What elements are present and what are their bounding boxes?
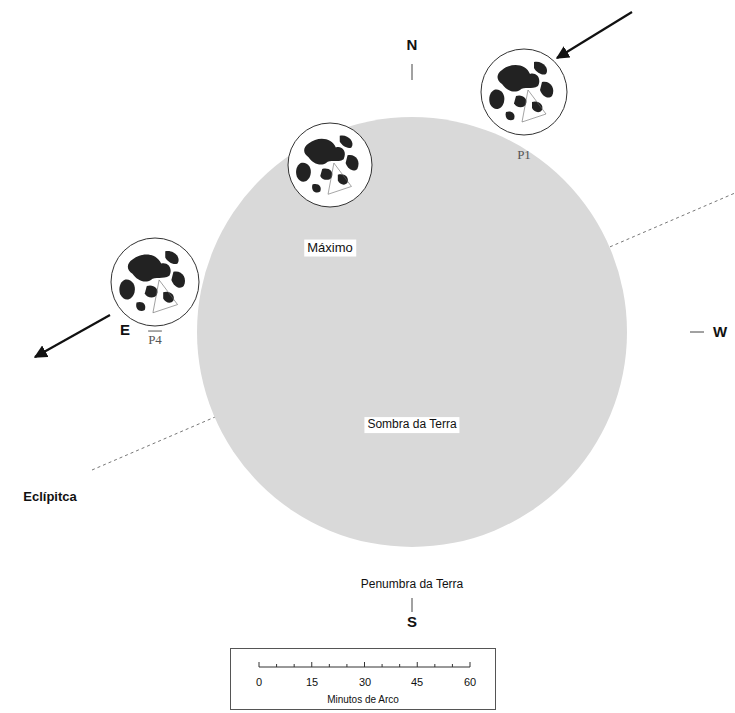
scale-number: 30 bbox=[359, 676, 371, 688]
region-label: P1 bbox=[517, 148, 531, 163]
compass-east: E bbox=[120, 322, 130, 339]
moon-shape bbox=[110, 237, 200, 327]
penumbra-shape bbox=[197, 117, 627, 547]
penumbra-region: Sombra da TerraPenumbra da Terra bbox=[197, 117, 627, 547]
moon-disc bbox=[111, 238, 199, 326]
moon-guide bbox=[153, 280, 178, 313]
scale-tick bbox=[259, 662, 260, 667]
moon-p1: P1 bbox=[480, 48, 568, 136]
scale-box bbox=[231, 649, 496, 710]
lunar-mare bbox=[136, 302, 145, 311]
scale-tick bbox=[417, 662, 418, 667]
lunar-mare bbox=[506, 111, 515, 120]
lunar-mare bbox=[346, 155, 359, 171]
lunar-mare bbox=[296, 163, 311, 182]
scale-number: 60 bbox=[464, 676, 476, 688]
moon-guide bbox=[328, 163, 351, 194]
region-label: Penumbra da Terra bbox=[361, 578, 464, 592]
lunar-mare bbox=[165, 251, 178, 264]
scale-number: 45 bbox=[411, 676, 423, 688]
scale-tick bbox=[276, 664, 277, 667]
scale-tick bbox=[399, 664, 400, 667]
moon-shape bbox=[480, 48, 568, 136]
region-label: P4 bbox=[148, 333, 162, 348]
lunar-mare bbox=[312, 184, 321, 193]
moon-guide bbox=[522, 90, 546, 122]
region-label: Máximo bbox=[304, 240, 356, 257]
scale-number: 0 bbox=[256, 676, 262, 688]
region-label: Sombra da Terra bbox=[364, 417, 459, 433]
lunar-mare bbox=[119, 280, 135, 300]
lunar-mare bbox=[534, 62, 547, 75]
motion-arrow bbox=[35, 315, 110, 357]
compass-west: W bbox=[713, 324, 727, 341]
scale-tick bbox=[382, 664, 383, 667]
scale-tick bbox=[311, 662, 312, 667]
lunar-mare bbox=[498, 65, 540, 92]
lunar-mare bbox=[540, 82, 553, 98]
lunar-mare bbox=[320, 168, 332, 179]
lunar-mare bbox=[304, 139, 345, 165]
lunar-mare bbox=[340, 135, 353, 148]
lunar-mare bbox=[128, 254, 171, 281]
moon-disc bbox=[481, 49, 567, 135]
scale-tick bbox=[364, 662, 365, 667]
moon-shape bbox=[287, 122, 373, 208]
north-tick bbox=[412, 64, 413, 80]
compass-north: N bbox=[407, 37, 418, 54]
lunar-mare bbox=[171, 271, 185, 287]
scale-tick bbox=[329, 664, 330, 667]
lunar-mare bbox=[145, 286, 158, 298]
scale-bar bbox=[259, 662, 470, 667]
ecliptic-label: Eclípitca bbox=[23, 490, 76, 504]
west-tick bbox=[690, 332, 704, 333]
motion-arrow bbox=[557, 12, 632, 58]
moon-disc bbox=[288, 123, 372, 207]
scale-tick bbox=[294, 664, 295, 667]
south-tick bbox=[412, 598, 413, 612]
lunar-mare bbox=[514, 95, 526, 107]
moon-maximum: Máximo bbox=[287, 122, 373, 208]
scale-caption: Minutos de Arco bbox=[327, 694, 399, 705]
scale-tick bbox=[434, 664, 435, 667]
moon-p4: P4 bbox=[110, 237, 200, 327]
scale-tick bbox=[346, 664, 347, 667]
lunar-mare bbox=[489, 90, 504, 109]
scale-tick bbox=[470, 662, 471, 667]
scale-number: 15 bbox=[306, 676, 318, 688]
compass-south: S bbox=[407, 614, 417, 631]
penumbra-disc bbox=[197, 117, 627, 547]
scale-tick bbox=[452, 664, 453, 667]
